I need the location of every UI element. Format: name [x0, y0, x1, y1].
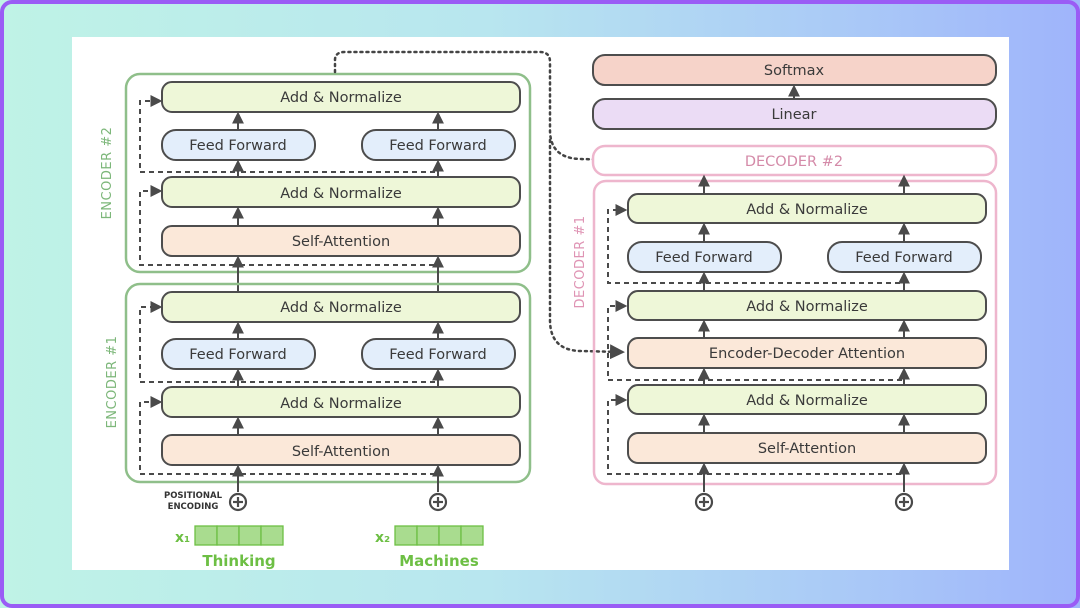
decoder1-self-attention-label: Self-Attention — [758, 441, 856, 457]
encoder2-arrows — [232, 111, 444, 292]
decoder2-block — [591, 144, 998, 177]
decoder1-add-normalize-2-label: Add & Normalize — [746, 299, 868, 315]
plus-icon — [428, 492, 448, 512]
encoder1-container — [124, 282, 532, 484]
softmax-label: Softmax — [764, 63, 825, 79]
encoder2-add-normalize-mid-label: Add & Normalize — [280, 186, 402, 202]
encoder2-add-normalize-top — [161, 81, 521, 113]
encoder2-add-normalize-mid — [161, 176, 521, 208]
decoder1-add-normalize-top — [627, 193, 987, 224]
decoder1-encoder-decoder-attention-label: Encoder-Decoder Attention — [709, 346, 905, 362]
x1-label: x₁ — [175, 530, 190, 546]
decoder-arrows — [698, 84, 910, 492]
linear-label: Linear — [771, 107, 816, 123]
input-word-thinking: Thinking — [202, 552, 275, 570]
decoder1-self-attention — [627, 432, 987, 464]
encoder2-label: ENCODER #2 — [100, 127, 115, 220]
decoder2-label: DECODER #2 — [745, 154, 843, 170]
encoder1-feed-forward-left-label: Feed Forward — [189, 347, 287, 363]
positional-encoding-label-line2: ENCODING — [168, 502, 219, 512]
plus-icon — [894, 492, 914, 512]
embedding-vector-x1 — [194, 525, 284, 546]
encoder2-feed-forward-left-label: Feed Forward — [189, 138, 287, 154]
encoder1-add-normalize-mid — [161, 386, 521, 418]
encoder1-arrows — [232, 321, 444, 492]
input-word-machines: Machines — [399, 552, 479, 570]
decoder1-feed-forward-left-label: Feed Forward — [655, 250, 753, 266]
decoder1-add-normalize-1-label: Add & Normalize — [746, 393, 868, 409]
decoder1-label: DECODER #1 — [573, 215, 588, 308]
encoder2-self-attention-label: Self-Attention — [292, 234, 390, 250]
decoder1-feed-forward-right-label: Feed Forward — [855, 250, 953, 266]
decoder1-container — [592, 179, 998, 486]
encoder2-add-normalize-top-label: Add & Normalize — [280, 90, 402, 106]
encoder1-add-normalize-mid-label: Add & Normalize — [280, 396, 402, 412]
plus-icon — [694, 492, 714, 512]
encoder2-container — [124, 72, 532, 274]
decoder1-add-normalize-1 — [627, 384, 987, 415]
encoder1-feed-forward-right-label: Feed Forward — [389, 347, 487, 363]
encoder1-add-normalize-top — [161, 291, 521, 323]
encoder2-feed-forward-right-label: Feed Forward — [389, 138, 487, 154]
decoder1-add-normalize-2 — [627, 290, 987, 321]
encoder1-self-attention-label: Self-Attention — [292, 444, 390, 460]
encoder1-add-normalize-top-label: Add & Normalize — [280, 300, 402, 316]
positional-encoding-label-line1: POSITIONAL — [164, 491, 223, 501]
embedding-vector-x2 — [394, 525, 484, 546]
encoder1-self-attention — [161, 434, 521, 466]
decoder1-add-normalize-top-label: Add & Normalize — [746, 202, 868, 218]
decoder1-encoder-decoder-attention — [627, 337, 987, 369]
plus-icon — [228, 492, 248, 512]
encoder2-self-attention — [161, 225, 521, 257]
x2-label: x₂ — [375, 530, 390, 546]
encoder1-label: ENCODER #1 — [105, 336, 120, 429]
encoder-decoder-connections — [333, 50, 625, 360]
